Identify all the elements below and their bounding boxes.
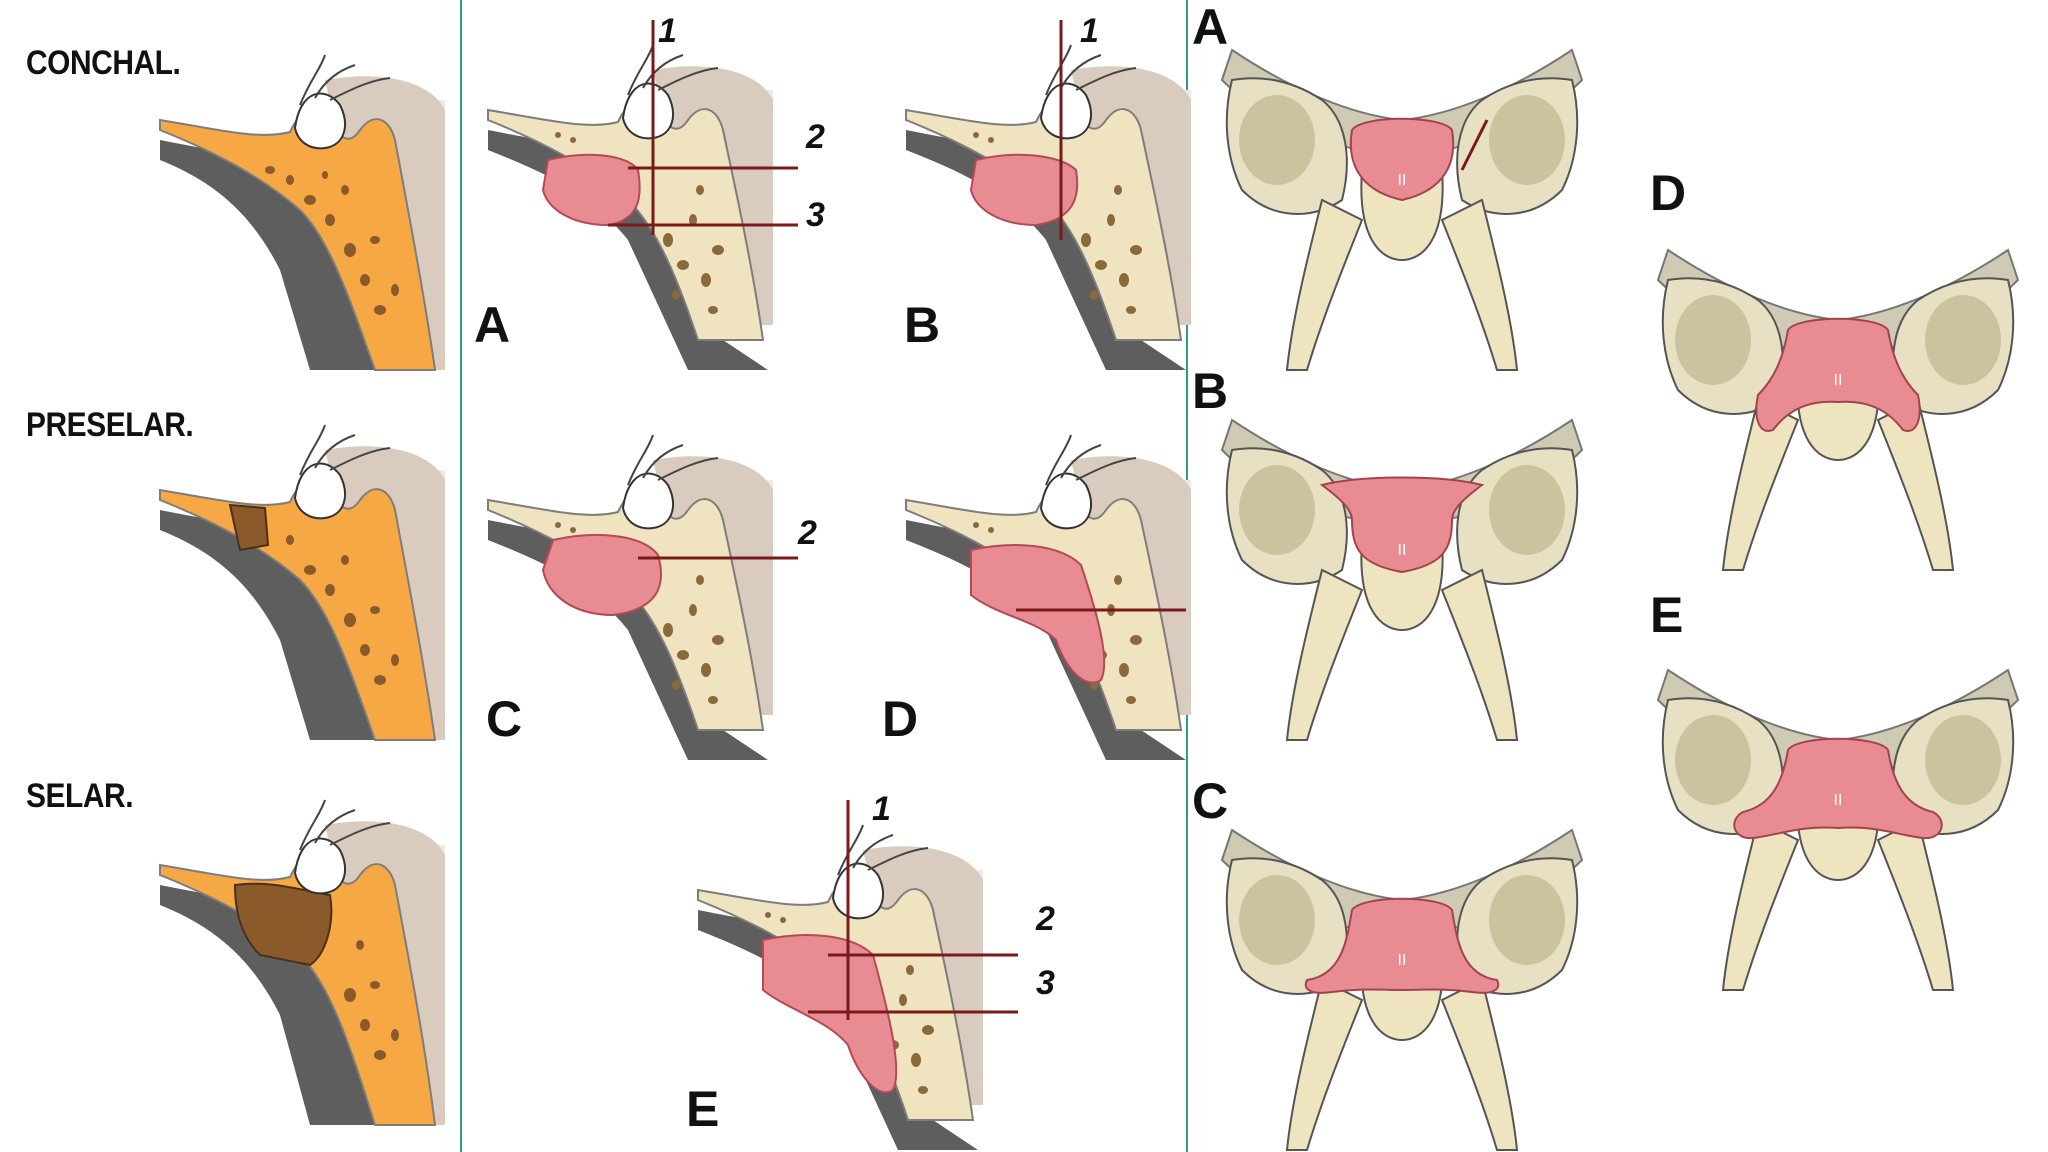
line-number-c-2: 2 xyxy=(798,514,817,552)
line-number-a-3: 3 xyxy=(806,196,825,234)
line-number-e-3: 3 xyxy=(1036,964,1055,1002)
sagittal-illustration-a xyxy=(487,20,798,371)
panel-letter-e: E xyxy=(686,1081,720,1137)
conchal-sella-illustration xyxy=(159,54,445,371)
coronal-illustration-b: II xyxy=(1221,419,1583,741)
line-number-b-1: 1 xyxy=(1080,12,1099,50)
coronal-illustration-c: II xyxy=(1221,829,1583,1151)
sagittal-illustration-c xyxy=(487,434,798,761)
coronal-mark-c: II xyxy=(1398,952,1407,969)
preselar-sella-illustration xyxy=(159,424,445,741)
column-divider-1 xyxy=(460,0,462,1152)
coronal-mark-a: II xyxy=(1398,172,1407,189)
type-label-preselar: PRESELAR. xyxy=(26,406,194,444)
line-number-a-1: 1 xyxy=(658,12,677,50)
coronal-illustration-d: II xyxy=(1657,249,2019,571)
coronal-letter-c: C xyxy=(1192,773,1229,829)
sagittal-illustration-d xyxy=(905,434,1192,761)
coronal-letter-a: A xyxy=(1192,0,1229,55)
coronal-panels-column: A II B II C II D II E II xyxy=(1188,0,2048,1152)
type-label-conchal: CONCHAL. xyxy=(26,44,181,82)
coronal-illustration-a: II xyxy=(1221,49,1583,371)
sagittal-illustration-e xyxy=(697,800,1018,1151)
coronal-mark-b: II xyxy=(1398,542,1407,559)
line-number-e-2: 2 xyxy=(1036,900,1055,938)
coronal-illustration-e: II xyxy=(1657,669,2019,991)
coronal-letter-d: D xyxy=(1650,165,1687,221)
line-number-e-1: 1 xyxy=(872,790,891,828)
coronal-mark-d: II xyxy=(1834,372,1843,389)
panel-letter-b: B xyxy=(904,297,941,353)
coronal-letter-e: E xyxy=(1650,587,1684,643)
pneumatization-types-column: CONCHAL. PRESELAR. SELAR. xyxy=(0,0,460,1152)
sagittal-illustration-b xyxy=(905,20,1192,371)
selar-sella-illustration xyxy=(159,799,445,1126)
coronal-letter-b: B xyxy=(1192,363,1229,419)
sagittal-panels-column: 1 2 3 A 1 B 2 C D 1 2 3 E xyxy=(462,0,1192,1152)
panel-letter-a: A xyxy=(474,297,511,353)
panel-letter-d: D xyxy=(882,691,919,747)
panel-letter-c: C xyxy=(486,691,523,747)
coronal-mark-e: II xyxy=(1834,792,1843,809)
type-label-selar: SELAR. xyxy=(26,777,134,815)
line-number-a-2: 2 xyxy=(806,118,825,156)
